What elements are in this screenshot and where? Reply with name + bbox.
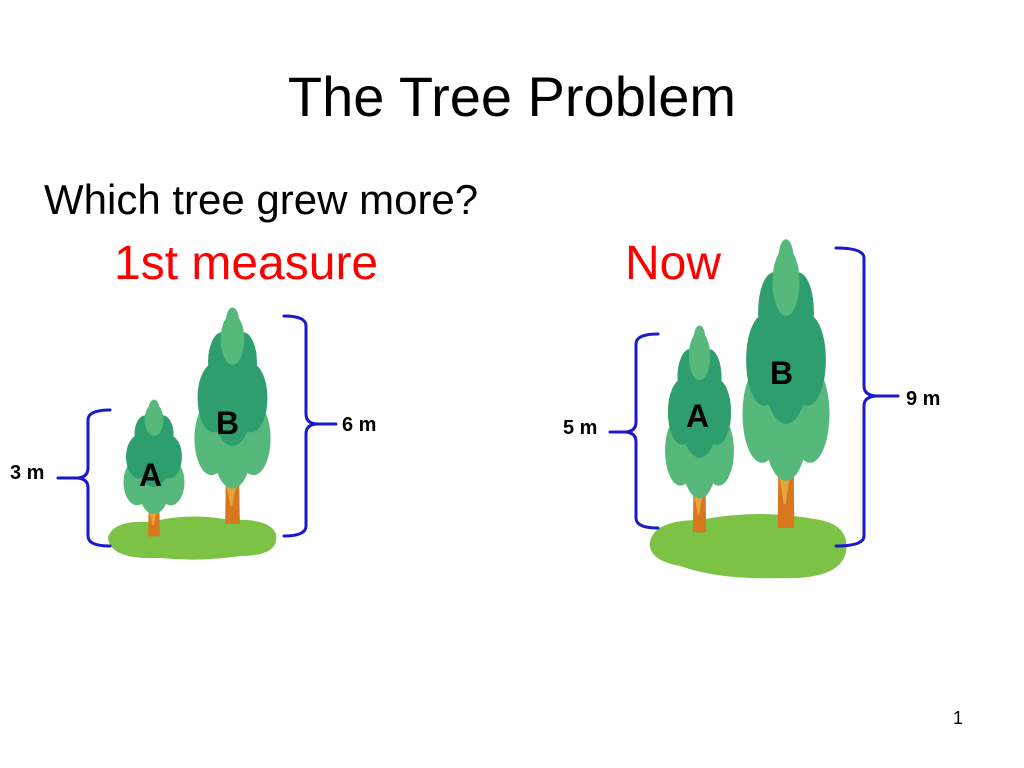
- now-tree-b-label: B: [770, 355, 794, 391]
- tree-a-first-height: 3 m: [10, 462, 45, 484]
- now-heading: Now: [625, 237, 722, 290]
- tree-b-first-height: 6 m: [342, 414, 377, 436]
- slide-title: The Tree Problem: [287, 65, 737, 128]
- bracket-5m: [608, 332, 660, 530]
- question-text: Which tree grew more?: [44, 176, 479, 223]
- now-scene: [608, 239, 900, 579]
- bracket-6m: [282, 314, 338, 538]
- bracket-3m: [56, 408, 112, 548]
- first-tree-b-label: B: [216, 405, 240, 441]
- first-measure-heading: 1st measure: [114, 237, 379, 290]
- grass-patch: [649, 514, 847, 579]
- bracket-9m: [834, 246, 900, 548]
- now-tree-a-label: A: [686, 398, 710, 434]
- first-measure-scene: [56, 307, 338, 560]
- tree-a-now-height: 5 m: [563, 417, 598, 439]
- grass-patch: [108, 516, 277, 560]
- tree-b-now-height: 9 m: [906, 388, 941, 410]
- page-number: 1: [953, 708, 964, 728]
- first-tree-a-label: A: [139, 457, 163, 493]
